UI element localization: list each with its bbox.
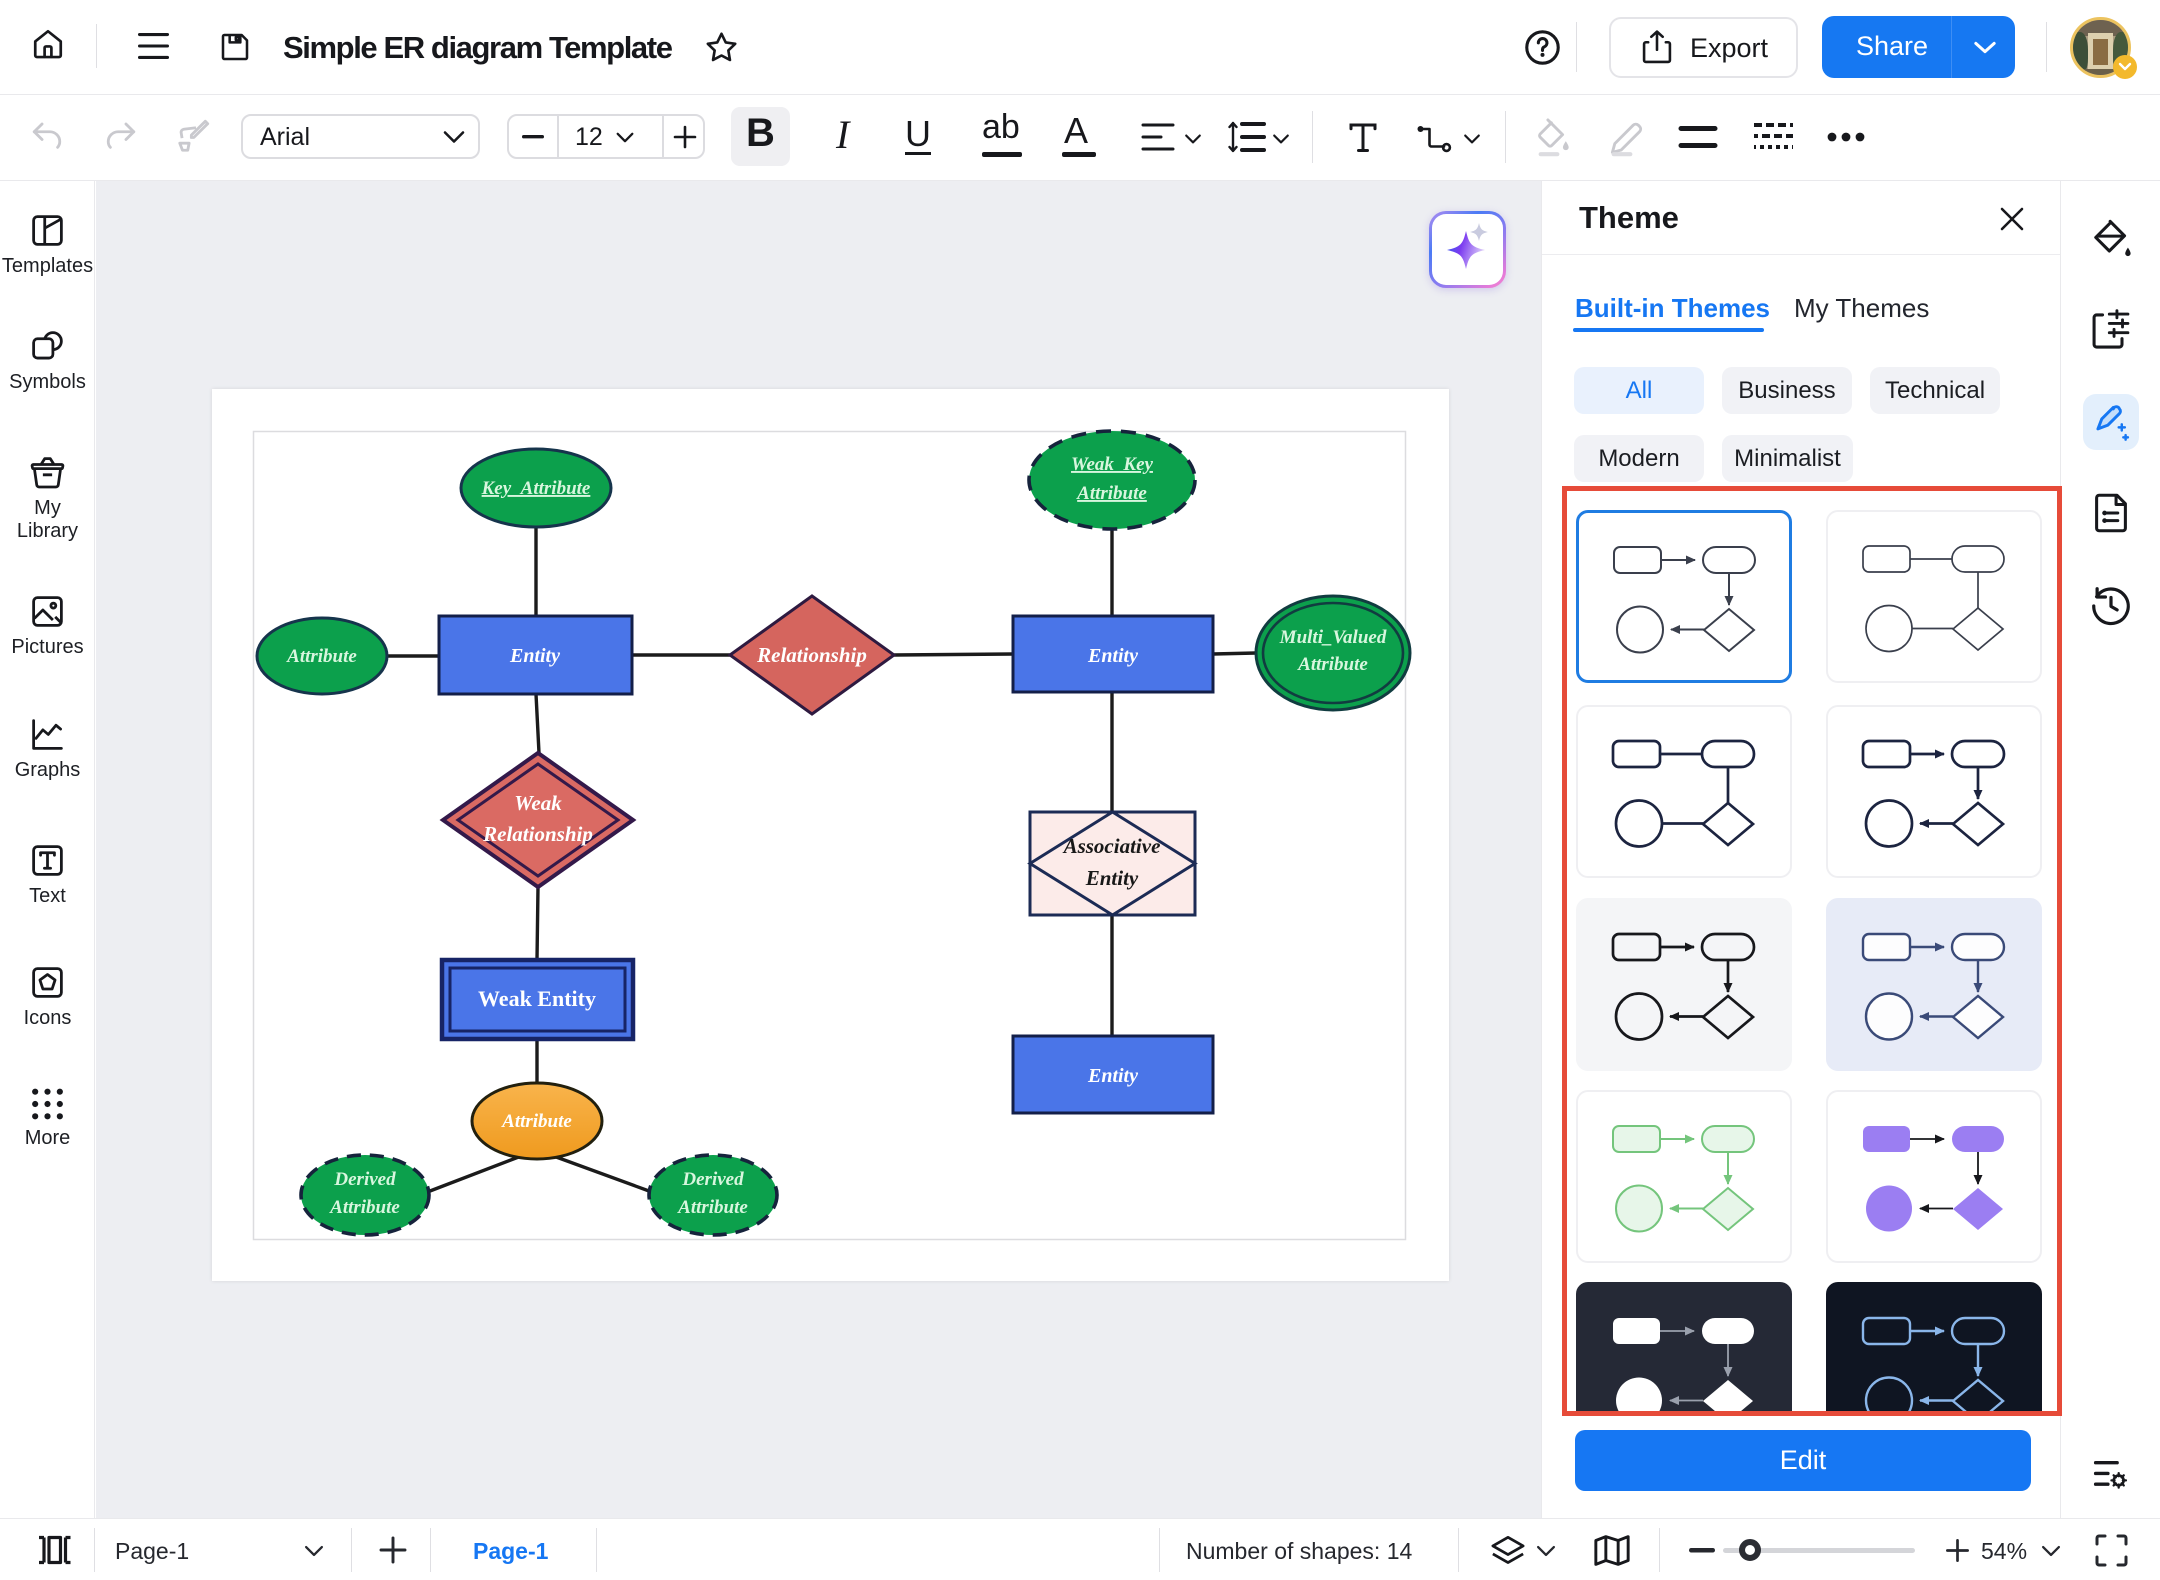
svg-text:Weak_Key: Weak_Key [1071,454,1154,475]
svg-text:Relationship: Relationship [482,822,593,846]
svg-text:Entity: Entity [1085,866,1139,890]
svg-text:Weak Entity: Weak Entity [478,986,596,1011]
svg-text:Entity: Entity [1087,1065,1138,1087]
svg-text:Associative: Associative [1062,834,1161,858]
svg-text:Attribute: Attribute [286,646,357,667]
svg-text:Multi_Valued: Multi_Valued [1279,627,1387,648]
svg-text:Attribute: Attribute [677,1197,748,1218]
svg-text:Entity: Entity [1087,645,1138,667]
svg-text:Entity: Entity [509,645,560,667]
svg-text:Attribute: Attribute [1076,483,1147,504]
svg-text:Key_Attribute: Key_Attribute [481,478,591,499]
svg-text:Attribute: Attribute [1297,654,1368,675]
svg-text:Relationship: Relationship [756,643,867,667]
svg-text:Attribute: Attribute [329,1197,400,1218]
svg-text:Weak: Weak [514,791,562,815]
svg-text:Derived: Derived [333,1169,396,1190]
svg-text:Attribute: Attribute [501,1111,572,1132]
svg-text:Derived: Derived [681,1169,744,1190]
